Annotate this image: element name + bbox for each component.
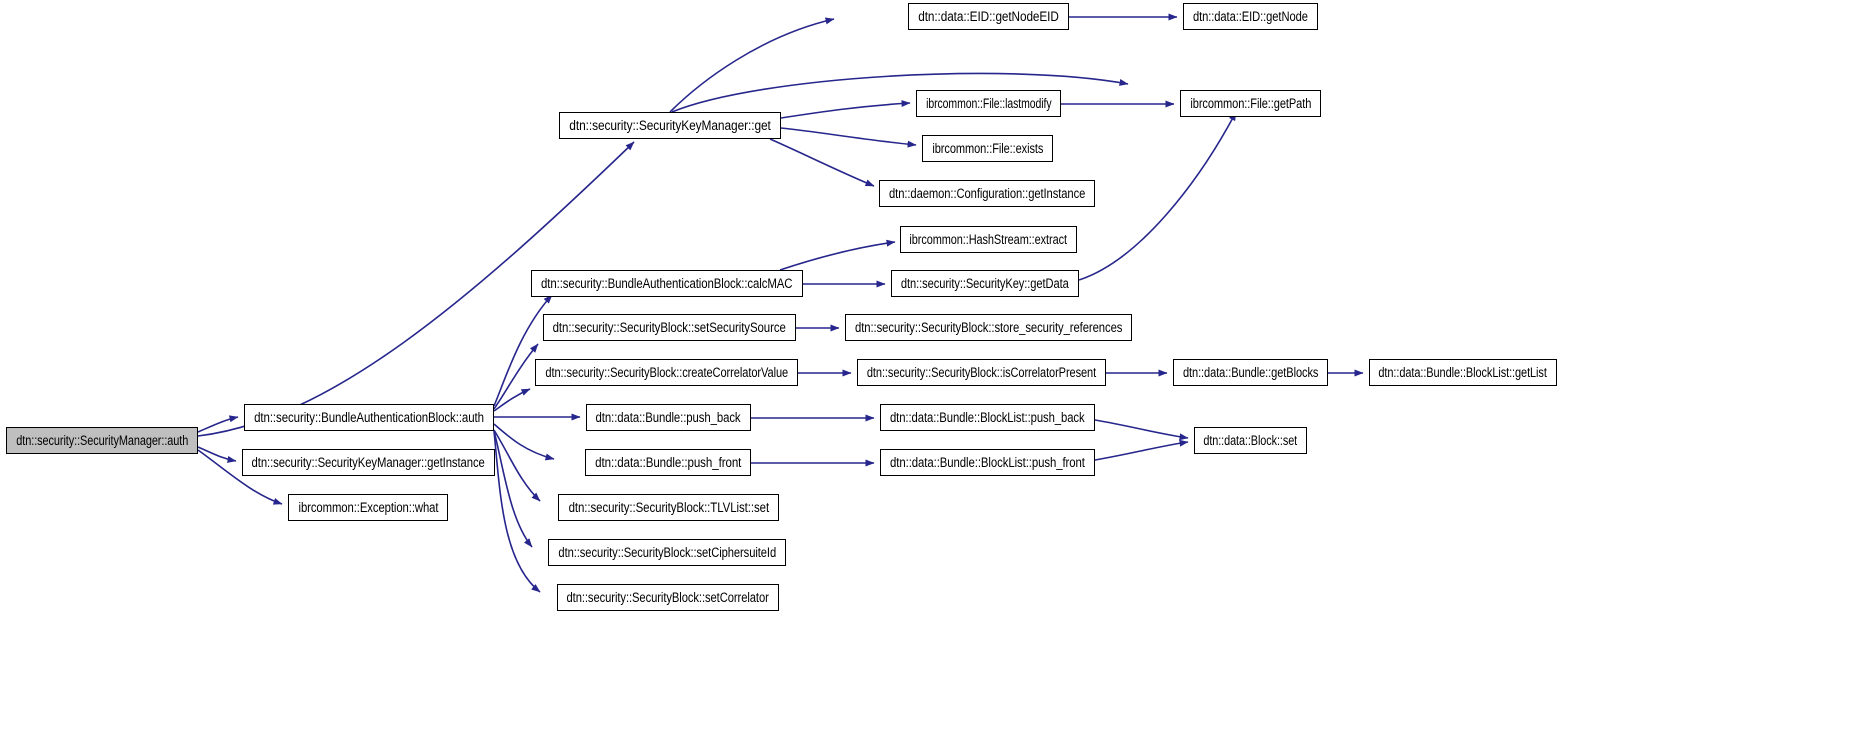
graph-node-label: dtn::security::SecurityBlock::TLVList::s… (568, 499, 769, 515)
graph-node-label: dtn::security::SecurityBlock::createCorr… (545, 364, 788, 380)
graph-node[interactable]: dtn::security::BundleAuthenticationBlock… (531, 270, 803, 297)
graph-node-label: dtn::data::Bundle::BlockList::push_front (890, 454, 1085, 470)
graph-node[interactable]: dtn::security::SecurityBlock::createCorr… (535, 359, 798, 386)
graph-node-label: dtn::security::SecurityManager::auth (16, 432, 188, 448)
graph-node[interactable]: dtn::data::Block::set (1194, 427, 1307, 454)
graph-node[interactable]: dtn::data::EID::getNodeEID (908, 3, 1069, 30)
graph-node[interactable]: dtn::security::SecurityBlock::setCorrela… (557, 584, 779, 611)
edge-n1-to-n6 (493, 343, 539, 410)
graph-node-label: ibrcommon::Exception::what (298, 499, 438, 515)
graph-node[interactable]: dtn::security::BundleAuthenticationBlock… (244, 404, 494, 431)
edge-n1-to-n7 (493, 388, 531, 412)
edge-n4-to-n15 (780, 127, 917, 148)
graph-node-label: dtn::security::SecurityBlock::store_secu… (854, 319, 1123, 335)
graph-node-label: dtn::data::EID::getNodeEID (918, 8, 1059, 24)
edge-n4-to-n16 (769, 138, 875, 187)
edge-n1-to-n11 (493, 430, 533, 548)
graph-node[interactable]: dtn::security::SecurityBlock::setCiphers… (548, 539, 786, 566)
graph-node-label: dtn::data::Bundle::BlockList::getList (1378, 364, 1548, 380)
graph-node-label: dtn::data::Bundle::getBlocks (1182, 364, 1319, 380)
graph-node-label: dtn::daemon::Configuration::getInstance (888, 185, 1086, 201)
graph-node[interactable]: ibrcommon::File::lastmodify (916, 90, 1061, 117)
graph-node-root[interactable]: dtn::security::SecurityManager::auth (6, 427, 198, 454)
graph-node-label: ibrcommon::File::getPath (1190, 95, 1311, 111)
graph-node[interactable]: ibrcommon::HashStream::extract (900, 226, 1077, 253)
graph-node[interactable]: dtn::data::Bundle::BlockList::push_back (880, 404, 1095, 431)
edge-n1-to-n10 (493, 429, 541, 502)
graph-node-label: dtn::security::SecurityBlock::setCorrela… (566, 589, 770, 605)
edge-n1-to-n5 (493, 294, 553, 407)
graph-node-label: dtn::security::SecurityBlock::isCorrelat… (866, 364, 1097, 380)
edge-n1-to-n12 (493, 430, 541, 593)
graph-node[interactable]: dtn::data::Bundle::BlockList::getList (1369, 359, 1557, 386)
graph-node-label: dtn::security::BundleAuthenticationBlock… (254, 409, 484, 425)
graph-node[interactable]: ibrcommon::File::exists (922, 135, 1053, 162)
edge-n21-to-n26 (1094, 419, 1189, 441)
graph-node-label: ibrcommon::File::lastmodify (925, 95, 1052, 111)
graph-node[interactable]: ibrcommon::Exception::what (288, 494, 448, 521)
edge-n18-to-n24 (1078, 111, 1237, 281)
graph-node-label: dtn::security::SecurityKeyManager::get (569, 117, 771, 133)
graph-node[interactable]: dtn::security::SecurityKey::getData (891, 270, 1079, 297)
graph-node[interactable]: dtn::security::SecurityBlock::isCorrelat… (857, 359, 1106, 386)
graph-node[interactable]: dtn::data::Bundle::getBlocks (1173, 359, 1328, 386)
graph-node[interactable]: dtn::data::Bundle::push_back (586, 404, 751, 431)
graph-node-label: ibrcommon::File::exists (932, 140, 1043, 156)
edge-n22-to-n26 (1094, 439, 1189, 461)
edge-n0-to-n2 (197, 446, 237, 463)
graph-node[interactable]: dtn::daemon::Configuration::getInstance (879, 180, 1095, 207)
graph-node-label: dtn::data::Bundle::BlockList::push_back (890, 409, 1085, 425)
graph-node[interactable]: dtn::data::Bundle::push_front (585, 449, 751, 476)
graph-node[interactable]: dtn::data::Bundle::BlockList::push_front (880, 449, 1095, 476)
graph-node-label: dtn::security::SecurityBlock::setCiphers… (558, 544, 776, 560)
graph-node[interactable]: ibrcommon::File::getPath (1180, 90, 1321, 117)
graph-node-label: dtn::security::BundleAuthenticationBlock… (541, 275, 793, 291)
graph-node-label: dtn::security::SecurityBlock::setSecurit… (552, 319, 787, 335)
graph-node[interactable]: dtn::security::SecurityBlock::store_secu… (845, 314, 1132, 341)
graph-node-label: ibrcommon::HashStream::extract (909, 231, 1068, 247)
graph-node-label: dtn::data::Bundle::push_front (594, 454, 742, 470)
graph-node-label: dtn::data::Block::set (1203, 432, 1298, 448)
edge-n5-to-n17 (779, 239, 896, 271)
graph-node[interactable]: dtn::security::SecurityKeyManager::get (559, 112, 781, 139)
edge-n1-to-n9 (493, 423, 555, 461)
graph-node[interactable]: dtn::security::SecurityBlock::TLVList::s… (558, 494, 779, 521)
graph-node-label: dtn::security::SecurityKeyManager::getIn… (251, 454, 486, 470)
edge-n4-to-n13 (669, 17, 835, 113)
graph-node-label: dtn::security::SecurityKey::getData (901, 275, 1069, 291)
graph-node[interactable]: dtn::data::EID::getNode (1183, 3, 1318, 30)
graph-node-label: dtn::data::Bundle::push_back (596, 409, 741, 425)
graph-node-label: dtn::data::EID::getNode (1193, 8, 1308, 24)
graph-node[interactable]: dtn::security::SecurityBlock::setSecurit… (543, 314, 796, 341)
edge-n4-to-n14 (780, 100, 911, 119)
graph-node[interactable]: dtn::security::SecurityKeyManager::getIn… (242, 449, 495, 476)
edge-n0-to-n1 (197, 415, 239, 433)
